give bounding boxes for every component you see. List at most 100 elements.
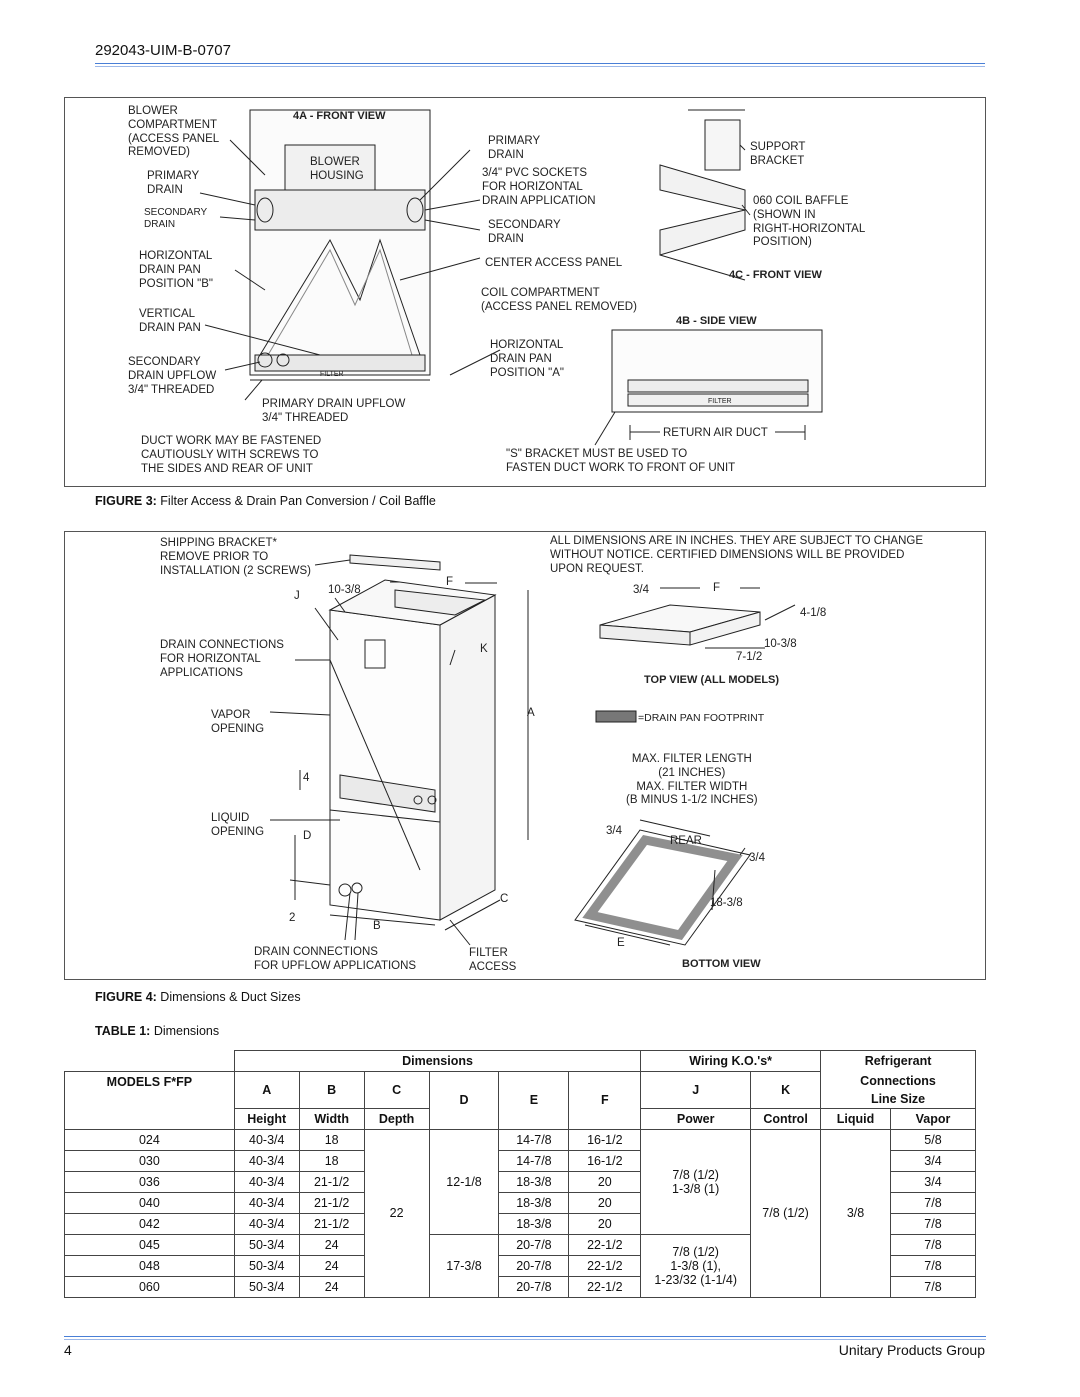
s-bracket-label: "S" BRACKET MUST BE USED TO FASTEN DUCT …: [506, 448, 736, 474]
cell-model: 048: [64, 1254, 235, 1277]
cell-vapor: 5/8: [890, 1128, 976, 1151]
cell-model: 024: [64, 1128, 235, 1151]
head-f: F: [568, 1071, 642, 1130]
table-head-row-2: MODELS F*FP A B C D E F J K Connections …: [64, 1071, 976, 1130]
vapor-opening-label: VAPOR OPENING: [211, 709, 265, 735]
company-name: Unitary Products Group: [838, 1342, 985, 1358]
cell-e: 18-3/8: [498, 1170, 570, 1193]
j-group2-line1: 7/8 (1/2): [672, 1244, 719, 1259]
cell-a: 40-3/4: [233, 1212, 300, 1235]
cell-e: 14-7/8: [498, 1128, 570, 1151]
head-d: D: [428, 1071, 500, 1130]
cell-a: 40-3/4: [233, 1149, 300, 1172]
bottom-view-title: BOTTOM VIEW: [682, 958, 761, 970]
return-air-duct-label: RETURN AIR DUCT: [663, 427, 768, 439]
dim-d-label: D: [303, 830, 312, 842]
secondary-drain-left-label: SECONDARY DRAIN: [144, 207, 208, 230]
table-head-row-1: Dimensions Wiring K.O.'s* Refrigerant: [64, 1050, 976, 1072]
cell-c-merged: 22: [363, 1128, 430, 1298]
cell-f: 16-1/2: [568, 1128, 642, 1151]
document-id: 292043-UIM-B-0707: [95, 42, 231, 59]
figure4-frame: [64, 531, 986, 980]
primary-drain-upflow-label: PRIMARY DRAIN UPFLOW 3/4" THREADED: [262, 398, 406, 424]
filter-label-b: FILTER: [708, 398, 732, 405]
top-view-10-38-label: 10-3/8: [764, 638, 797, 650]
top-view-4-18-label: 4-1/8: [800, 607, 827, 619]
liquid-opening-label: LIQUID OPENING: [211, 812, 265, 838]
cell-vapor: 3/4: [890, 1149, 976, 1172]
cell-vapor: 7/8: [890, 1254, 976, 1277]
table-row: 036 40-3/4 21-1/2 18-3/8 20 3/4: [64, 1170, 976, 1193]
bottom-view-34-left-label: 3/4: [606, 825, 622, 837]
cell-d-merged-2: 17-3/8: [428, 1233, 500, 1298]
footer-rule-thin: [64, 1339, 986, 1340]
figure4-caption: FIGURE 4: Dimensions & Duct Sizes: [95, 990, 301, 1004]
cell-a: 40-3/4: [233, 1128, 300, 1151]
front-view-c-title: 4C - FRONT VIEW: [729, 269, 822, 281]
cell-model: 036: [64, 1170, 235, 1193]
blower-housing-label: BLOWER HOUSING: [310, 156, 364, 182]
cell-b: 21-1/2: [298, 1191, 365, 1214]
horizontal-drain-pan-a-label: HORIZONTAL DRAIN PAN POSITION "A": [490, 339, 564, 379]
drain-conn-upflow-label: DRAIN CONNECTIONS FOR UPFLOW APPLICATION…: [254, 946, 417, 972]
j-group2-line3: 1-23/32 (1-1/4): [654, 1272, 738, 1287]
head-blank: [64, 1050, 235, 1072]
blower-compartment-label: BLOWER COMPARTMENT (ACCESS PANEL REMOVED…: [128, 105, 220, 159]
figure3-caption-label: FIGURE 3:: [95, 494, 157, 508]
top-view-f-label: F: [713, 582, 721, 594]
cell-e: 18-3/8: [498, 1212, 570, 1235]
dim-a-label: A: [527, 707, 535, 719]
cell-j-merged-2: 7/8 (1/2) 1-3/8 (1), 1-23/32 (1-1/4): [640, 1233, 752, 1298]
head-connections: Connections: [860, 1073, 936, 1088]
cell-liquid-merged: 3/8: [820, 1128, 891, 1298]
table-row: 024 40-3/4 18 22 12-1/8 14-7/8 16-1/2 7/…: [64, 1128, 976, 1298]
cell-f: 22-1/2: [568, 1254, 642, 1277]
top-view-title: TOP VIEW (ALL MODELS): [644, 674, 780, 686]
filter-access-label: FILTER ACCESS: [469, 947, 517, 973]
table-row: 060 50-3/4 24 20-7/8 22-1/2 7/8: [64, 1275, 976, 1298]
head-line-size-text: Line Size: [870, 1091, 926, 1106]
head-wiring: Wiring K.O.'s*: [640, 1050, 822, 1072]
dim-f-label: F: [446, 576, 454, 588]
head-height: Height: [233, 1107, 300, 1130]
bottom-view-18-38-label: 18-3/8: [710, 897, 743, 909]
cell-model: 045: [64, 1233, 235, 1256]
cell-b: 21-1/2: [298, 1170, 365, 1193]
all-dims-note: ALL DIMENSIONS ARE IN INCHES. THEY ARE S…: [550, 535, 923, 575]
secondary-drain-upflow-label: SECONDARY DRAIN UPFLOW 3/4" THREADED: [128, 356, 217, 396]
cell-vapor: 7/8: [890, 1191, 976, 1214]
cell-model: 040: [64, 1191, 235, 1214]
duct-work-fastened-label: DUCT WORK MAY BE FASTENED CAUTIOUSLY WIT…: [141, 435, 322, 475]
table1-caption-text: Dimensions: [153, 1024, 220, 1038]
table-row: 048 50-3/4 24 20-7/8 22-1/2 7/8: [64, 1254, 976, 1277]
pvc-sockets-label: 3/4" PVC SOCKETS FOR HORIZONTAL DRAIN AP…: [482, 167, 596, 207]
cell-j-merged-1: 7/8 (1/2) 1-3/8 (1): [640, 1128, 752, 1235]
head-power: Power: [640, 1107, 752, 1130]
head-models: MODELS F*FP: [64, 1071, 235, 1130]
cell-vapor: 7/8: [890, 1212, 976, 1235]
cell-f: 16-1/2: [568, 1149, 642, 1172]
figure3-drawing: [199, 109, 823, 446]
table-row: 040 40-3/4 21-1/2 18-3/8 20 7/8: [64, 1191, 976, 1214]
head-a: A: [233, 1071, 300, 1109]
cell-e: 20-7/8: [498, 1254, 570, 1277]
footer-rule: [64, 1336, 986, 1337]
cell-a: 50-3/4: [233, 1233, 300, 1256]
j-group1-line1: 7/8 (1/2): [672, 1167, 719, 1182]
top-view-7-12-label: 7-1/2: [736, 651, 763, 663]
cell-b: 18: [298, 1128, 365, 1151]
cell-a: 50-3/4: [233, 1254, 300, 1277]
j-group1-line2: 1-3/8 (1): [672, 1181, 720, 1196]
cell-b: 21-1/2: [298, 1212, 365, 1235]
cell-model: 042: [64, 1212, 235, 1235]
dim-j-label: J: [294, 590, 300, 602]
bottom-view-e-label: E: [617, 937, 625, 949]
cell-f: 20: [568, 1170, 642, 1193]
table1-caption: TABLE 1: Dimensions: [95, 1024, 219, 1038]
cell-vapor: 7/8: [890, 1233, 976, 1256]
cell-vapor: 3/4: [890, 1170, 976, 1193]
cell-b: 24: [298, 1254, 365, 1277]
head-c: C: [363, 1071, 430, 1109]
center-access-panel-label: CENTER ACCESS PANEL: [485, 257, 623, 269]
bottom-view-34-right-label: 3/4: [749, 852, 765, 864]
